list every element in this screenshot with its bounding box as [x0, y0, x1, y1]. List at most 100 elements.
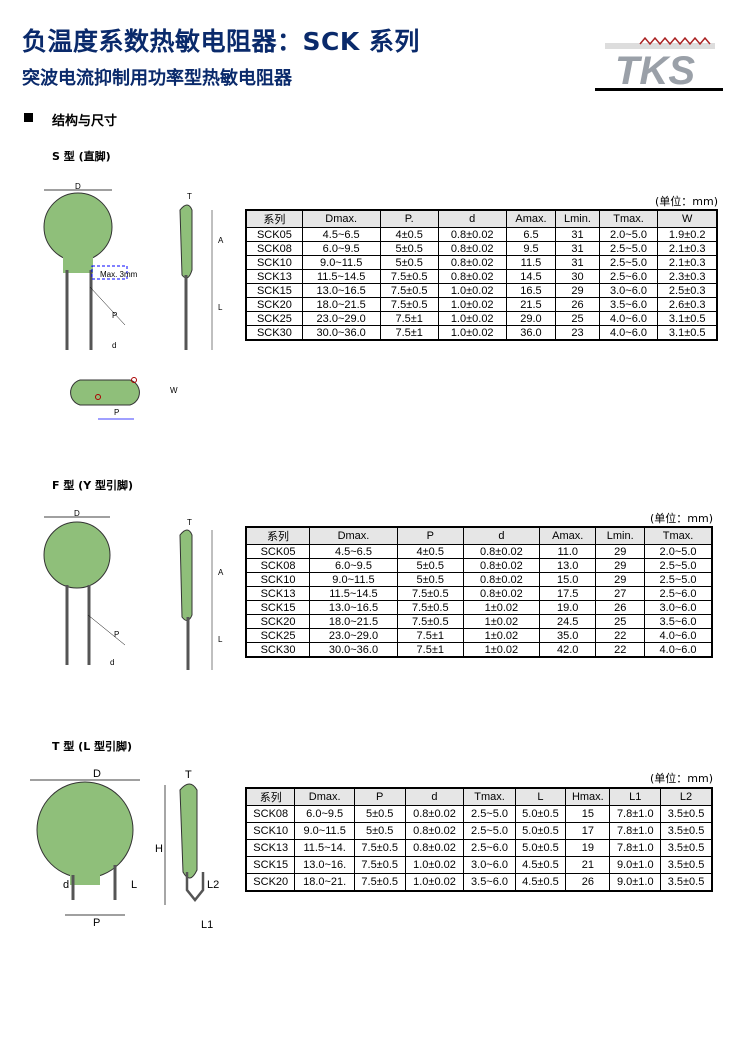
s-label-p2: P	[114, 408, 119, 417]
column-header: Tmax.	[463, 787, 516, 806]
column-header: P	[396, 526, 464, 545]
table-cell: 19	[565, 839, 611, 857]
table-cell: 4.0~6.0	[598, 311, 659, 326]
table-cell: 21	[565, 856, 611, 874]
s-label-t: T	[187, 192, 192, 201]
t-label-t: T	[185, 769, 192, 781]
table-cell: 0.8±0.02	[462, 558, 541, 573]
table-cell: 13.0~16.5	[309, 600, 398, 615]
table-cell: 5±0.5	[379, 255, 439, 270]
table-cell: 4.5±0.5	[514, 873, 567, 892]
table-cell: 5±0.5	[379, 241, 439, 256]
table-cell: 2.5±0.3	[657, 283, 718, 298]
table-cell: 1.0±0.02	[437, 325, 507, 341]
table-cell: 13.0~16.5	[301, 283, 381, 298]
table-cell: 11.0	[539, 544, 597, 559]
table-cell: 2.1±0.3	[657, 255, 718, 270]
table-cell: 36.0	[505, 325, 557, 341]
s-label-d-dim: D	[75, 182, 81, 191]
table-cell: 1±0.02	[462, 614, 541, 629]
table-cell: SCK08	[245, 241, 303, 256]
table-cell: 3.1±0.5	[657, 325, 718, 341]
table-cell: 29	[595, 544, 646, 559]
f-type-diagram: D T A L P d	[43, 509, 224, 670]
table-cell: SCK10	[245, 572, 311, 587]
table-cell: 25	[595, 614, 646, 629]
table-cell: 2.5~6.0	[644, 586, 713, 601]
table-cell: 1±0.02	[462, 628, 541, 643]
table-cell: 0.8±0.02	[437, 241, 507, 256]
s-label-max: Max. 3mm	[100, 270, 138, 279]
column-header: 系列	[245, 787, 296, 806]
table-cell: 31	[555, 241, 600, 256]
table-cell: 4.5~6.5	[309, 544, 398, 559]
table-cell: 30.0~36.0	[309, 642, 398, 658]
table-cell: SCK08	[245, 558, 311, 573]
table-cell: 2.5~6.0	[598, 269, 659, 284]
t-label-h: H	[155, 843, 163, 855]
table-cell: 3.5±0.5	[660, 839, 713, 857]
table-cell: 1.0±0.02	[437, 297, 507, 312]
table-cell: 13.0	[539, 558, 597, 573]
table-cell: 3.0~6.0	[598, 283, 659, 298]
table-cell: 19.0	[539, 600, 597, 615]
table-cell: SCK10	[245, 822, 296, 840]
table-cell: 1±0.02	[462, 642, 541, 658]
t-label-l1: L1	[201, 919, 213, 931]
table-cell: 26	[555, 297, 600, 312]
f-label-l: L	[218, 635, 223, 644]
t-type-diagram: D T H L d P L2 L1	[30, 768, 219, 931]
table-cell: 9.0±1.0	[609, 856, 662, 874]
table-cell: 3.5±0.5	[660, 873, 713, 892]
table-cell: 22	[595, 642, 646, 658]
table-cell: 2.6±0.3	[657, 297, 718, 312]
s-unit-label: (单位：mm)	[655, 195, 719, 208]
column-header: Amax.	[539, 526, 597, 545]
table-cell: 1±0.02	[462, 600, 541, 615]
table-cell: SCK05	[245, 544, 311, 559]
column-header: Lmin.	[555, 209, 600, 228]
svg-text:TKS: TKS	[615, 49, 695, 93]
table-cell: 6.0~9.5	[301, 241, 381, 256]
table-cell: 2.5~6.0	[463, 839, 516, 857]
section-bullet-icon	[24, 113, 33, 122]
s-type-diagram: D T A L Max. 3mm P d W P	[43, 182, 224, 420]
column-header: d	[462, 526, 541, 545]
s-label-p: P	[112, 311, 117, 320]
table-cell: 23.0~29.0	[301, 311, 381, 326]
page-title: 负温度系数热敏电阻器：SCK 系列	[22, 27, 420, 56]
table-cell: 0.8±0.02	[404, 839, 465, 857]
table-cell: 9.0±1.0	[609, 873, 662, 892]
table-cell: 29	[595, 558, 646, 573]
table-cell: 0.8±0.02	[437, 255, 507, 270]
column-header: L1	[609, 787, 662, 806]
table-cell: 16.5	[505, 283, 557, 298]
table-cell: 14.5	[505, 269, 557, 284]
table-cell: 4±0.5	[396, 544, 464, 559]
table-cell: 0.8±0.02	[462, 572, 541, 587]
t-label-l2: L2	[207, 879, 219, 891]
table-cell: 11.5~14.5	[301, 269, 381, 284]
table-cell: 7.5±0.5	[379, 269, 439, 284]
table-cell: 17.5	[539, 586, 597, 601]
column-header: Lmin.	[595, 526, 646, 545]
table-cell: 2.5~5.0	[644, 558, 713, 573]
table-cell: 7.8±1.0	[609, 839, 662, 857]
table-cell: 2.5~5.0	[463, 822, 516, 840]
table-cell: 3.1±0.5	[657, 311, 718, 326]
column-header: d	[404, 787, 465, 806]
table-cell: 1.9±0.2	[657, 227, 718, 242]
table-cell: 9.5	[505, 241, 557, 256]
table-cell: SCK20	[245, 873, 296, 892]
